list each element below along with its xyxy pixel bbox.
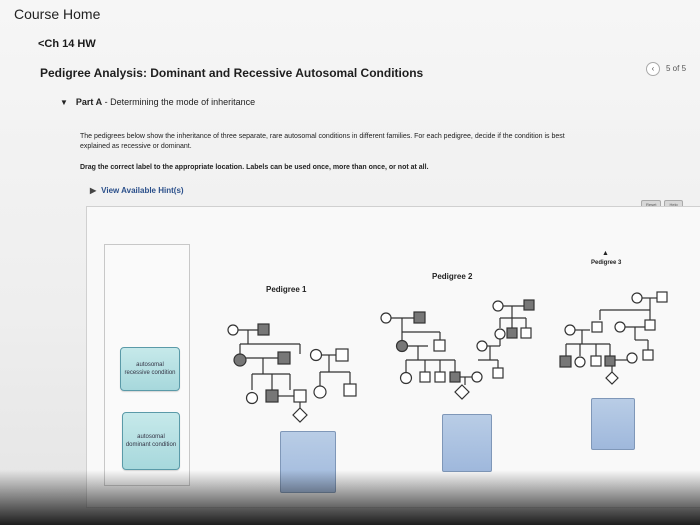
label-autosomal-dominant[interactable]: autosomal dominant condition (122, 412, 180, 470)
instructions-line-1: The pedigrees below show the inheritance… (80, 133, 565, 140)
pager-text: 5 of 5 (666, 64, 687, 73)
part-separator: - (102, 97, 111, 107)
back-to-chapter-link[interactable]: <Ch 14 HW (38, 38, 96, 50)
pedigree-1-title: Pedigree 1 (266, 285, 307, 294)
pedigree-2-chart (380, 299, 535, 400)
label-text: autosomal recessive condition (124, 362, 176, 376)
collapse-triangle-icon: ▼ (60, 98, 68, 107)
pedigree-3-drop-target[interactable] (591, 398, 635, 450)
mouse-cursor-icon: ▲ (602, 250, 609, 257)
course-home-link[interactable]: Course Home (14, 6, 101, 22)
expand-triangle-icon: ▶ (90, 186, 97, 195)
pedigree-3-title: Pedigree 3 (591, 260, 622, 266)
pedigree-2-drop-target[interactable] (442, 414, 492, 472)
instructions-line-2: explained as recessive or dominant. (80, 143, 192, 150)
pedigree-2-title: Pedigree 2 (432, 272, 473, 281)
pedigree-1-drop-target[interactable] (280, 431, 336, 493)
pager: ‹ 5 of 5 (646, 62, 686, 76)
part-header[interactable]: ▼ Part A - Determining the mode of inheri… (60, 97, 255, 107)
view-hints-link[interactable]: ▶ View Available Hint(s) (90, 186, 184, 195)
part-label: Part A (75, 97, 103, 107)
part-title: Determining the mode of inheritance (110, 97, 256, 107)
hints-label: View Available Hint(s) (101, 186, 184, 195)
instructions: The pedigrees below show the inheritance… (80, 132, 700, 152)
previous-arrow-icon[interactable]: ‹ (646, 62, 660, 76)
label-text: autosomal dominant condition (125, 434, 177, 448)
label-autosomal-recessive[interactable]: autosomal recessive condition (120, 347, 180, 391)
pedigree-1-chart (227, 323, 357, 423)
pedigree-3-chart (559, 291, 668, 385)
problem-title: Pedigree Analysis: Dominant and Recessiv… (40, 66, 424, 80)
drag-instructions: Drag the correct label to the appropriat… (80, 164, 429, 171)
